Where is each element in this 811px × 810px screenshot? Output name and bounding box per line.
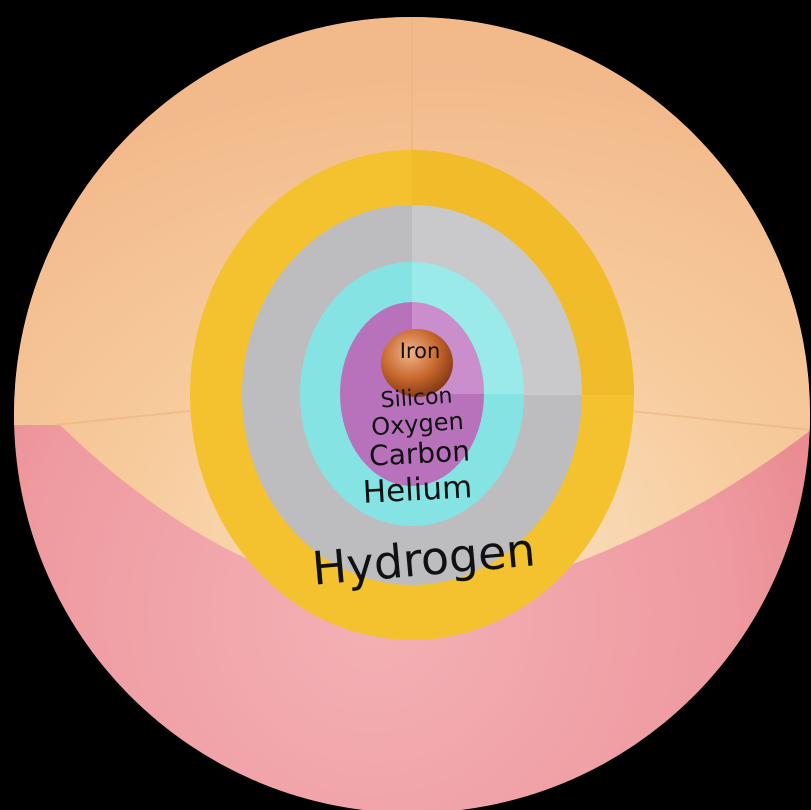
carbon-label: Carbon <box>368 434 470 472</box>
silicon-label: Silicon <box>380 384 453 414</box>
iron-label: Iron <box>400 339 441 363</box>
helium-label: Helium <box>362 469 473 511</box>
oxygen-label: Oxygen <box>370 407 464 441</box>
iron-core <box>381 329 453 397</box>
